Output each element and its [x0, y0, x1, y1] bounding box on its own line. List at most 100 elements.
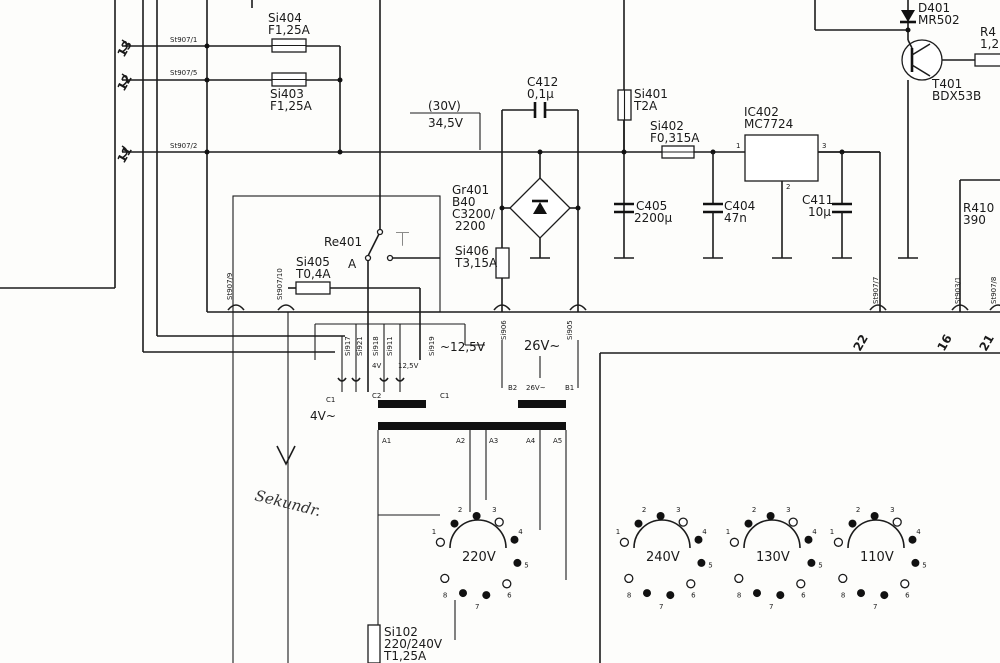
wire-number-13: 13 — [114, 38, 134, 59]
svg-text:C2: C2 — [372, 392, 381, 400]
svg-text:0,1µ: 0,1µ — [527, 87, 554, 101]
selector-pin-label: 7 — [659, 603, 663, 611]
svg-text:Si911: Si911 — [386, 336, 394, 356]
svg-text:(30V): (30V) — [428, 99, 461, 113]
bridge-rectifier-gr401: Gr401 B40 C3200/ 2200 — [452, 149, 581, 259]
svg-text:B2: B2 — [508, 384, 517, 392]
svg-text:47n: 47n — [724, 211, 747, 225]
selector-contact — [908, 535, 917, 544]
svg-text:390: 390 — [963, 213, 986, 227]
capacitor-c405: C405 2200µ — [614, 199, 673, 259]
selector-pin-label: 4 — [518, 528, 523, 536]
selector-contact — [440, 573, 450, 584]
fuse-si405: Si405 T0,4A — [288, 255, 421, 360]
selector-pin-label: 4 — [702, 528, 707, 536]
rail-voltage: (30V) 34,5V — [410, 99, 481, 150]
svg-text:Si401: Si401 — [634, 87, 668, 101]
svg-text:T1,25A: T1,25A — [383, 649, 427, 663]
svg-text:34,5V: 34,5V — [428, 116, 464, 130]
svg-text:A4: A4 — [526, 437, 536, 445]
selector-pin-label: 8 — [737, 591, 741, 599]
svg-text:BDX53B: BDX53B — [932, 89, 981, 103]
selector-pin-label: 8 — [627, 591, 631, 599]
svg-text:Si102: Si102 — [384, 625, 418, 639]
svg-text:C1: C1 — [326, 396, 335, 404]
selector-contact — [697, 558, 706, 567]
selector-contact — [482, 591, 491, 600]
secondary-26v: 26V~ B2 26V~ B1 — [501, 339, 579, 392]
svg-text:IC402: IC402 — [744, 105, 779, 119]
svg-text:26V~: 26V~ — [526, 384, 546, 392]
selector-contact — [666, 591, 675, 600]
connector-st907-9: St907/9 — [226, 273, 234, 300]
svg-text:C404: C404 — [724, 199, 755, 213]
svg-text:F1,25A: F1,25A — [268, 23, 311, 37]
svg-text:2200µ: 2200µ — [634, 211, 673, 225]
svg-text:T401: T401 — [931, 77, 962, 91]
svg-text:4V: 4V — [372, 362, 381, 370]
svg-text:F0,315A: F0,315A — [650, 131, 700, 145]
selector-pin-label: 5 — [708, 562, 712, 570]
svg-text:MC7724: MC7724 — [744, 117, 793, 131]
fuse-si401: Si401 T2A — [617, 87, 668, 258]
selector-pin-label: 3 — [786, 506, 790, 514]
selector-pin-label: 5 — [818, 562, 822, 570]
selector-contact — [634, 519, 643, 528]
connector-st907-8: St907/8 — [990, 277, 998, 304]
selector-pin-label: 7 — [769, 603, 773, 611]
small-connectors: Si917 Si921 Si918 Si911 Si919 ~12,5V 12,… — [310, 323, 486, 423]
transistor-t401: T401 BDX53B — [898, 39, 981, 259]
selector-contact — [510, 535, 519, 544]
svg-text:Si406: Si406 — [455, 244, 489, 258]
svg-text:10µ: 10µ — [808, 205, 831, 219]
resistor-r410: R410 390 — [959, 179, 1000, 312]
transformer: A1 A2 A3 A4 A5 — [377, 400, 567, 663]
bus-connectors: St907/9 St907/10 St907/7 St903/1 St907/8… — [226, 268, 1000, 354]
selector-pin-label: 1 — [830, 528, 834, 536]
label-12-5v: ~12,5V — [440, 340, 486, 354]
svg-text:1: 1 — [736, 142, 740, 150]
selector-contact — [686, 579, 696, 589]
selector-contact — [656, 512, 665, 520]
selector-contact — [838, 573, 848, 584]
svg-text:Re401: Re401 — [324, 235, 362, 249]
selector-contact — [796, 579, 806, 589]
selector-pin-label: 2 — [856, 506, 860, 514]
svg-text:Si402: Si402 — [650, 119, 684, 133]
svg-text:220/240V: 220/240V — [384, 637, 443, 651]
svg-text:F1,25A: F1,25A — [270, 99, 313, 113]
svg-text:A: A — [348, 257, 357, 271]
wire-number-12: 12 — [114, 72, 134, 93]
capacitor-c411: C411 10µ — [802, 149, 852, 259]
svg-text:T0,4A: T0,4A — [295, 267, 331, 281]
selector-pin-label: 3 — [492, 506, 496, 514]
selector-contact — [435, 537, 446, 547]
selector-contact — [753, 589, 761, 598]
fuse-si406: Si406 T3,15A — [454, 244, 510, 279]
selector-pin-label: 8 — [841, 591, 845, 599]
selector-contact — [734, 573, 744, 584]
svg-text:T2A: T2A — [633, 99, 658, 113]
svg-text:3: 3 — [822, 142, 826, 150]
capacitor-c412: C412 0,1µ — [501, 75, 579, 312]
svg-text:T3,15A: T3,15A — [454, 256, 498, 270]
fuse-si402: Si402 F0,315A — [650, 119, 700, 159]
capacitor-c404: C404 47n — [703, 149, 755, 259]
selector-pin-label: 5 — [524, 562, 528, 570]
regulator-ic402: 1 2 3 IC402 MC7724 — [736, 105, 880, 259]
selector-pin-label: 4 — [812, 528, 817, 536]
selector-contact — [619, 537, 630, 547]
wire-number-21: 21 — [976, 332, 996, 353]
svg-text:2200: 2200 — [455, 219, 486, 233]
selector-pin-label: 2 — [458, 506, 462, 514]
selector-label: 110V — [860, 550, 894, 565]
svg-text:Si405: Si405 — [296, 255, 330, 269]
selector-contact — [459, 589, 467, 598]
selector-contact — [892, 517, 902, 527]
